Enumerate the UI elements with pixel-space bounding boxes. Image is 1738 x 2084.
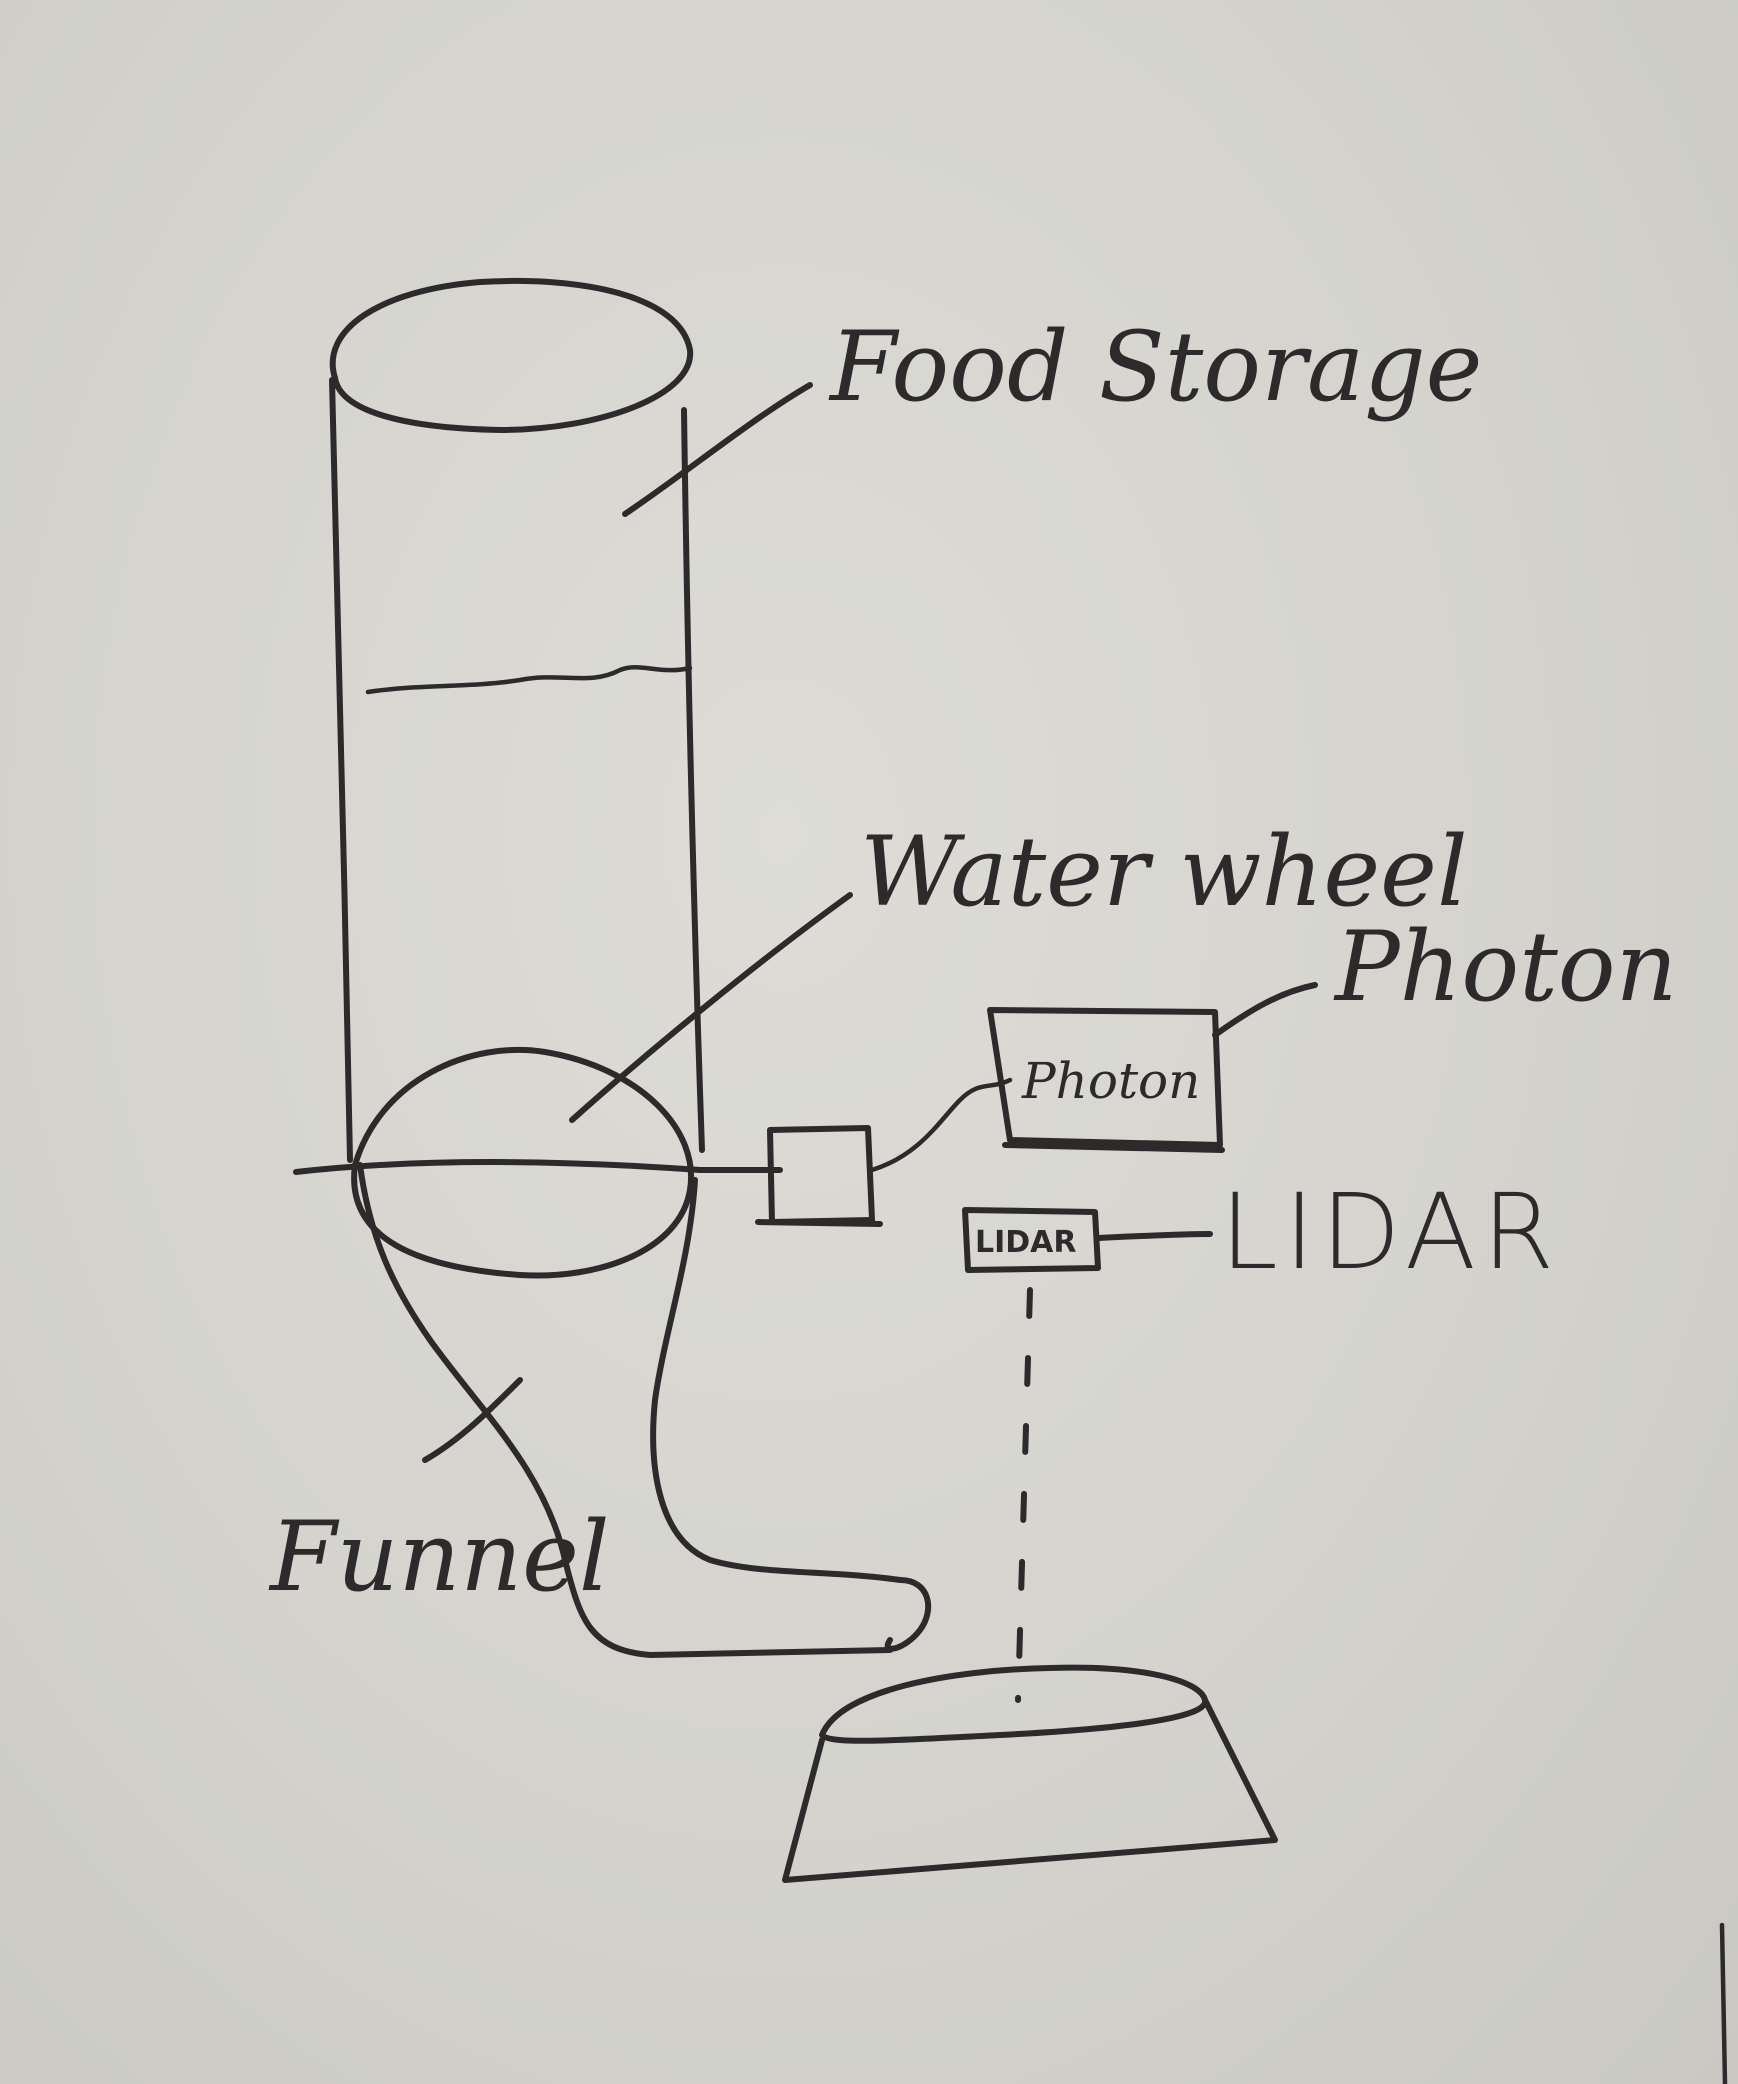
lidar-beam: [1018, 1290, 1030, 1700]
photon-pointer: [1215, 985, 1315, 1035]
lidar-box-label: LIDAR: [975, 1225, 1077, 1260]
water-wheel: [296, 895, 850, 1276]
food-bowl: [785, 1668, 1275, 1880]
paper-edge-mark: [1722, 1925, 1725, 2084]
lidar-label: LIDAR: [1220, 1171, 1560, 1293]
motor-box-base: [758, 1222, 880, 1224]
cylinder-top-ellipse: [333, 281, 690, 430]
motor-to-photon-wire: [872, 1080, 1010, 1170]
food-level-line: [368, 667, 690, 692]
water-wheel-label: Water wheel: [860, 816, 1468, 928]
photon-module: Photon Photon: [990, 911, 1677, 1150]
bowl-body: [785, 1700, 1275, 1880]
food-storage-pointer: [625, 385, 810, 514]
lidar-pointer: [1098, 1234, 1210, 1238]
food-storage-label: Food Storage: [828, 311, 1482, 423]
bowl-rim: [822, 1668, 1205, 1741]
funnel-right-wall: [653, 1180, 900, 1580]
motor-box-outline: [770, 1128, 872, 1222]
food-storage-cylinder: [332, 281, 810, 1160]
funnel-mouth: [888, 1580, 928, 1649]
water-wheel-pointer: [572, 895, 850, 1120]
photon-box-label: Photon: [1021, 1052, 1200, 1110]
funnel-label: Funnel: [268, 1501, 610, 1613]
cylinder-right-wall: [684, 410, 702, 1150]
water-wheel-axle: [296, 1162, 780, 1172]
lidar-module: LIDAR LIDAR: [965, 1171, 1560, 1700]
motor-box: [758, 1080, 1010, 1224]
cylinder-left-wall: [332, 380, 350, 1160]
